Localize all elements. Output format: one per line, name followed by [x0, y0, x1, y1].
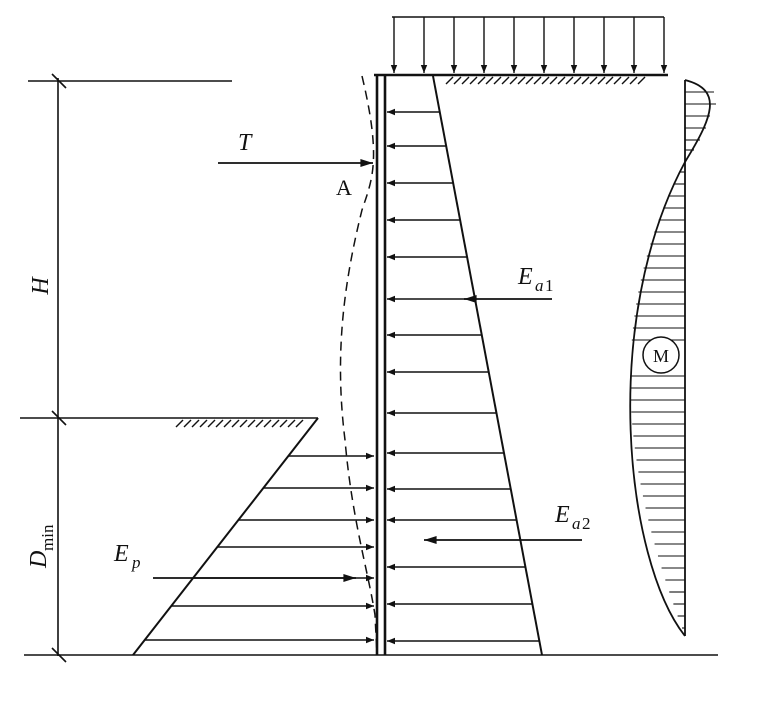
hatch-mark — [279, 419, 288, 428]
hatch-mark — [477, 76, 486, 85]
hatch-mark — [533, 76, 542, 85]
hatch-mark — [183, 419, 192, 428]
hatch-mark — [565, 76, 574, 85]
label-A: A — [336, 175, 352, 200]
active-pressure-diagram — [387, 75, 543, 656]
svg-text:2: 2 — [582, 514, 591, 533]
hatch-mark — [207, 419, 216, 428]
label-D-min: D min — [26, 524, 57, 569]
hatch-mark — [295, 419, 304, 428]
hatch-mark — [509, 76, 518, 85]
hatch-mark — [573, 76, 582, 85]
hatch-mark — [501, 76, 510, 85]
surcharge-load — [390, 16, 668, 73]
hatch-mark — [199, 419, 208, 428]
hatch-mark — [469, 76, 478, 85]
hatch-mark — [517, 76, 526, 85]
hatch-mark — [485, 76, 494, 85]
svg-text:a: a — [572, 514, 581, 533]
hatch-mark — [581, 76, 590, 85]
svg-text:E: E — [517, 264, 533, 290]
hatch-mark — [271, 419, 280, 428]
moment-diagram — [629, 79, 716, 637]
label-M: M — [653, 346, 669, 366]
label-Ea2: E a 2 — [554, 502, 591, 533]
svg-text:E: E — [554, 502, 570, 528]
hatch-mark — [255, 419, 264, 428]
svg-text:D: D — [26, 551, 52, 569]
hatch-mark — [589, 76, 598, 85]
hatch-mark — [605, 76, 614, 85]
hatch-mark — [613, 76, 622, 85]
hatch-mark — [223, 419, 232, 428]
hatch-mark — [629, 76, 638, 85]
svg-text:1: 1 — [545, 276, 554, 295]
hatch-mark — [239, 419, 248, 428]
label-T: T — [238, 130, 253, 156]
hatch-mark — [231, 419, 240, 428]
hatch-mark — [191, 419, 200, 428]
hatch-mark — [461, 76, 470, 85]
hatch-mark — [493, 76, 502, 85]
label-Ea1: E a 1 — [517, 264, 554, 295]
hatch-mark — [453, 76, 462, 85]
hatch-mark — [549, 76, 558, 85]
hatch-mark — [287, 419, 296, 428]
label-H: H — [28, 276, 54, 296]
hatch-mark — [637, 76, 646, 85]
hatch-mark — [541, 76, 550, 85]
hatch-mark — [215, 419, 224, 428]
moment-circle — [642, 336, 680, 374]
deflection-curve — [339, 75, 378, 656]
label-Ep: E p — [113, 541, 141, 572]
svg-text:a: a — [535, 276, 544, 295]
ground-hatching — [175, 76, 646, 428]
svg-text:E: E — [113, 541, 129, 567]
hatch-mark — [621, 76, 630, 85]
hatch-mark — [445, 76, 454, 85]
wall — [374, 73, 668, 655]
svg-text:min: min — [38, 524, 57, 551]
passive-pressure-diagram — [132, 417, 374, 656]
hatch-mark — [525, 76, 534, 85]
dimension-lines — [20, 73, 718, 663]
hatch-mark — [263, 419, 272, 428]
hatch-mark — [175, 419, 184, 428]
hatch-mark — [597, 76, 606, 85]
svg-text:p: p — [131, 553, 141, 572]
hatch-mark — [247, 419, 256, 428]
hatch-mark — [557, 76, 566, 85]
